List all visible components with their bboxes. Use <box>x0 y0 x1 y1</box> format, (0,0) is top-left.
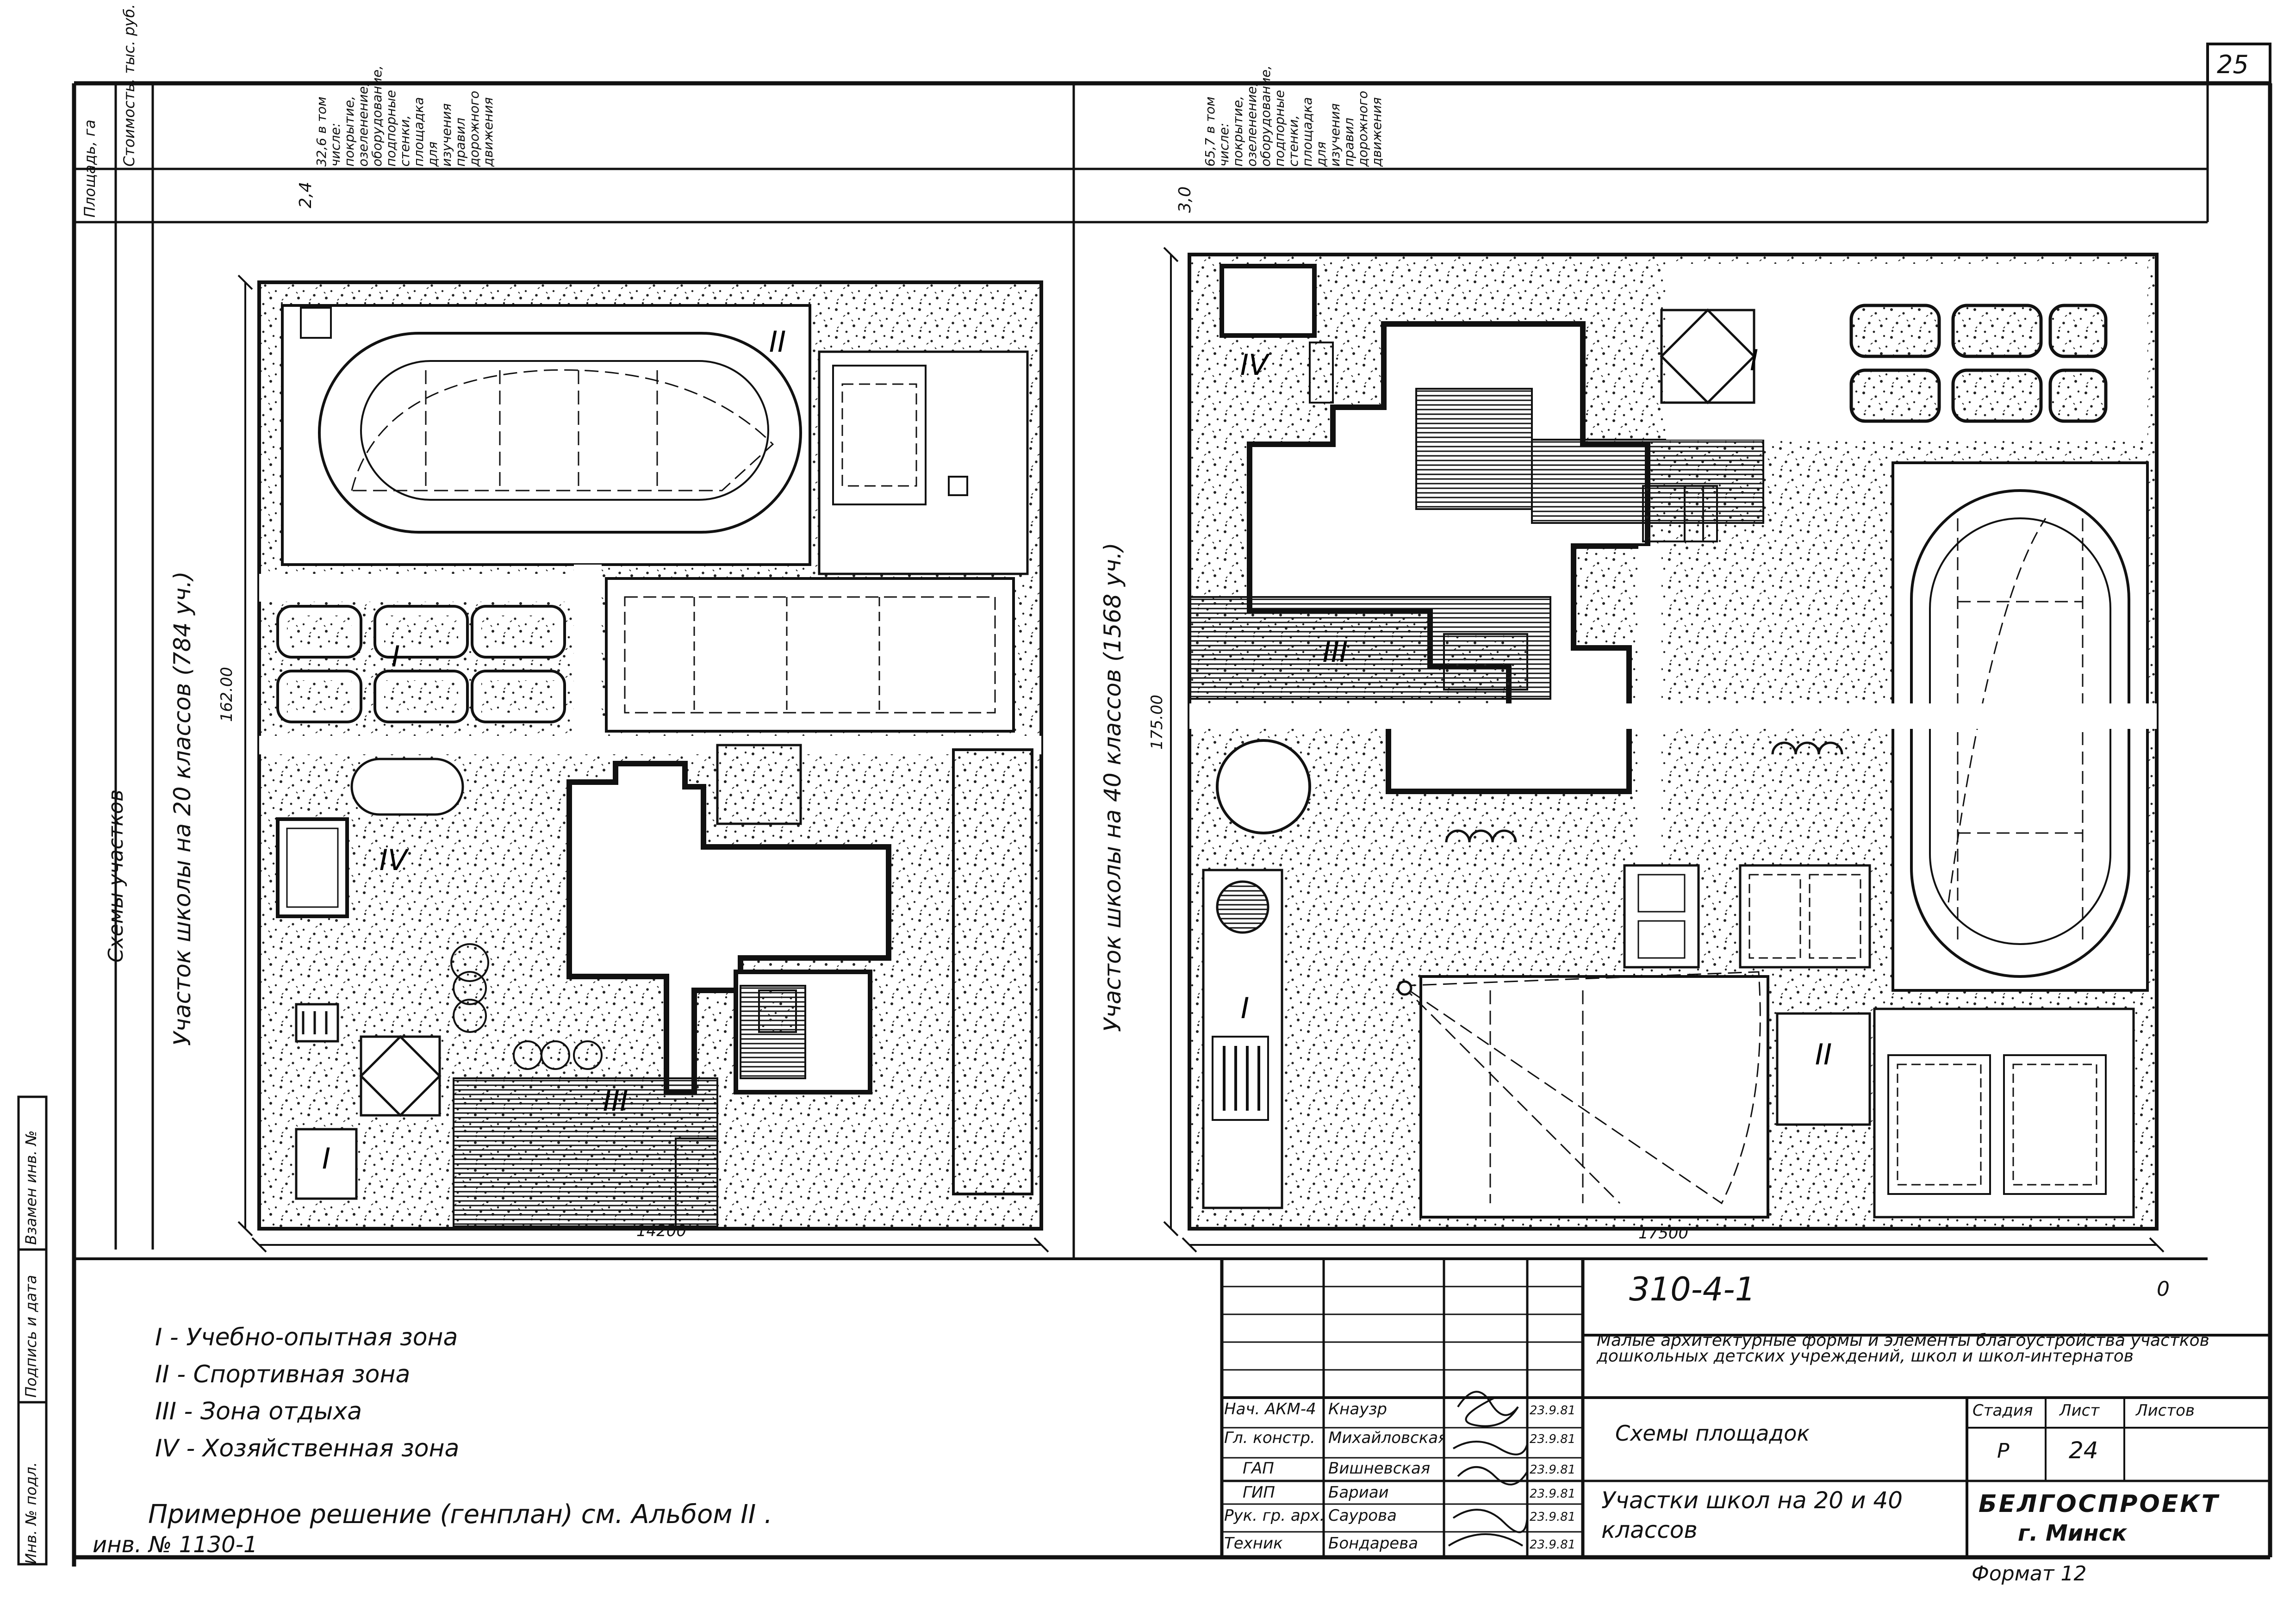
sheet-label: Лист <box>2060 1401 2100 1420</box>
date-cell: 23.9.81 <box>1530 1510 1576 1524</box>
name-cell: Кнаузр <box>1328 1400 1387 1418</box>
right-area-value: 3,0 <box>1176 186 1195 213</box>
right-cost-value: 65,7 в том числе: покрытие, озеленение, … <box>1202 65 1384 167</box>
left-plan-label: Участок школы на 20 классов (784 уч.) <box>169 571 196 1046</box>
stage-label: Стадия <box>1972 1401 2033 1420</box>
sheet-title: Схемы площадок <box>1615 1421 1810 1446</box>
name-cell: Бариаи <box>1328 1483 1389 1502</box>
name-cell: Вишневская <box>1328 1459 1431 1478</box>
header-strip <box>74 83 2208 1260</box>
sheet-frame <box>72 43 2272 1567</box>
stamp-replace-label: Взамен инв. № <box>22 1130 40 1245</box>
role-cell: ГАП <box>1243 1459 1274 1478</box>
zone-label: I <box>322 1142 330 1175</box>
project-title: Малые архитектурные формы и элементы бла… <box>1597 1331 2209 1366</box>
right-width-dimension: 17500 <box>1638 1224 1689 1243</box>
date-cell: 23.9.81 <box>1530 1487 1576 1501</box>
role-cell: Рук. гр. арх. <box>1224 1506 1324 1525</box>
legend-item: II - Спортивная зона <box>155 1361 411 1388</box>
zone-label: I <box>1750 343 1758 377</box>
title-block-lines <box>1220 1259 2270 1557</box>
side-stamp-lines <box>17 1095 48 1566</box>
area-heading: Площадь, га <box>81 119 99 218</box>
zone-label: III <box>1323 635 1348 669</box>
signature-scribbles <box>1448 1391 1528 1547</box>
date-cell: 23.9.81 <box>1530 1463 1576 1477</box>
left-site-plan <box>237 274 1049 1253</box>
left-width-dimension: 14200 <box>636 1222 687 1240</box>
date-cell: 23.9.81 <box>1530 1404 1576 1418</box>
zone-labels: II I IV III I IV I III I II <box>322 325 1832 1175</box>
left-area-value: 2,4 <box>296 181 315 208</box>
zone-label: III <box>603 1084 628 1118</box>
format-label: Формат 12 <box>1972 1562 2087 1586</box>
legend-item: IV - Хозяйственная зона <box>155 1435 460 1462</box>
date-cell: 23.9.81 <box>1530 1432 1576 1446</box>
right-height-dimension: 175.00 <box>1148 695 1166 750</box>
organization: БЕЛГОСПРОЕКТ <box>1979 1490 2220 1518</box>
stamp-signature-label: Подпись и дата <box>22 1275 40 1398</box>
sheet-subtitle: Участки школ на 20 и 40 классов <box>1601 1487 1903 1543</box>
right-site-plan <box>1163 247 2165 1253</box>
date-cell: 23.9.81 <box>1530 1538 1576 1552</box>
name-cell: Бондарева <box>1328 1534 1419 1553</box>
right-plan-label: Участок школы на 40 классов (1568 уч.) <box>1099 542 1126 1032</box>
zone-label: IV <box>1240 348 1270 382</box>
cost-heading: Стоимость, тыс. руб. <box>120 4 138 167</box>
role-cell: Нач. АКМ-4 <box>1224 1400 1316 1418</box>
column-title: Схемы участков <box>104 790 128 963</box>
zone-label: II <box>769 325 786 359</box>
legend-item: III - Зона отдыха <box>155 1398 362 1425</box>
document-code: 310-4-1 <box>1629 1270 1756 1308</box>
legend-item: I - Учебно-опытная зона <box>155 1324 458 1351</box>
zone-label: I <box>392 640 400 673</box>
role-cell: ГИП <box>1243 1483 1275 1502</box>
left-height-dimension: 162.00 <box>218 667 236 722</box>
sheet-number: 25 <box>2217 50 2249 79</box>
sheet-value: 24 <box>2069 1437 2098 1464</box>
organization-city: г. Минск <box>2018 1520 2127 1546</box>
sheets-label: Листов <box>2136 1401 2195 1420</box>
inventory-number: инв. № 1130-1 <box>93 1532 258 1558</box>
stage-value: Р <box>1997 1439 2010 1463</box>
revision-zero: 0 <box>2157 1277 2170 1301</box>
legend-note: Примерное решение (генплан) см. Альбом I… <box>148 1499 772 1530</box>
name-cell: Саурова <box>1328 1506 1397 1525</box>
zone-label: II <box>1815 1038 1832 1071</box>
name-cell: Михайловская <box>1328 1429 1444 1447</box>
role-cell: Гл. констр. <box>1224 1429 1315 1447</box>
role-cell: Техник <box>1224 1534 1283 1553</box>
left-cost-value: 32,6 в том числе: покрытие, озеленение, … <box>314 65 496 167</box>
zone-label: IV <box>380 843 410 877</box>
stamp-inv-label: Инв. № подл. <box>22 1462 40 1564</box>
legend: I - Учебно-опытная зона II - Спортивная … <box>155 1319 459 1467</box>
zone-label: I <box>1241 991 1249 1025</box>
